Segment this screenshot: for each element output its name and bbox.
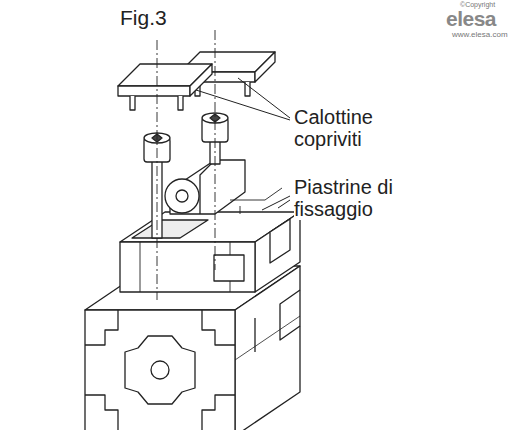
part-label: Calottine copriviti — [294, 106, 444, 150]
figure-title: Fig.3 — [120, 6, 167, 29]
website-watermark: www.elesa.com — [452, 31, 508, 40]
brand-logo: elesa — [446, 7, 496, 30]
part-label: Piastrine di fissaggio — [294, 176, 444, 220]
